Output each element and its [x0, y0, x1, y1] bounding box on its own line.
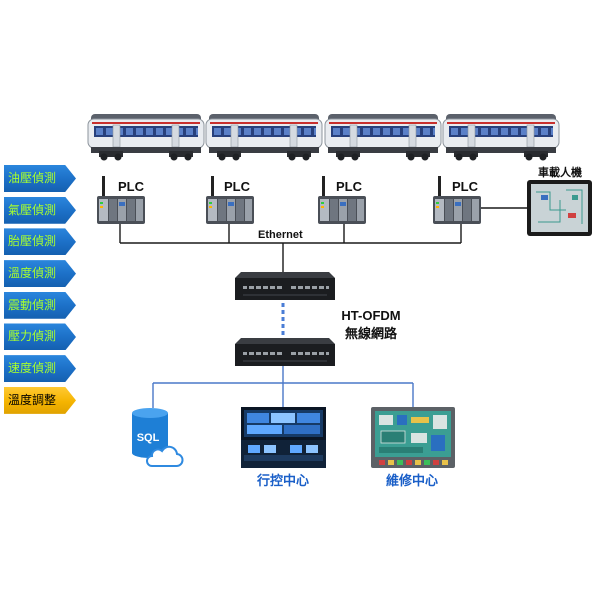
panel-button — [415, 460, 421, 465]
panel-button — [433, 460, 439, 465]
network-switch-icon — [235, 338, 335, 366]
screen-widget — [411, 433, 427, 443]
wall-screen — [247, 413, 269, 423]
console-desk — [244, 455, 323, 461]
desk-monitor — [290, 445, 302, 453]
wall-screen — [297, 413, 320, 423]
train — [87, 113, 560, 161]
adjust-arrow-temperature: 溫度調整 — [4, 386, 76, 414]
sensor-label: 震動偵測 — [8, 297, 57, 312]
sensor-arrow-vibration: 震動偵測 — [4, 291, 76, 319]
wireless-label: 無線網路 — [345, 326, 398, 341]
cylinder-top — [132, 408, 168, 418]
sensor-arrow-speed: 速度偵測 — [4, 355, 76, 383]
maintenance-center-label: 維修中心 — [386, 473, 438, 488]
control-room-image — [241, 407, 326, 468]
screen-widget — [433, 415, 447, 429]
cloud-icon — [146, 445, 184, 467]
screen-block — [572, 195, 578, 200]
antenna-icon — [438, 176, 441, 196]
plc-label: PLC — [452, 179, 479, 194]
panel-button — [379, 460, 385, 465]
panel-button — [397, 460, 403, 465]
control-center-label: 行控中心 — [256, 473, 309, 488]
screen-block — [541, 195, 548, 200]
network-switch-icon — [235, 272, 335, 300]
sensor-arrow-oil-pressure: 油壓偵測 — [4, 165, 76, 192]
panel-button — [406, 460, 412, 465]
plc-unit-icon — [206, 196, 254, 224]
sensor-list: 油壓偵測 氣壓偵測 胎壓偵測 溫度偵測 震動偵測 壓力偵測 速度偵測 溫度調整 — [4, 165, 78, 419]
plc-unit-icon — [97, 196, 145, 224]
ethernet-label: Ethernet — [258, 229, 303, 241]
sensor-label: 速度偵測 — [8, 361, 57, 376]
antenna-icon — [211, 176, 214, 196]
antenna-icon — [322, 176, 325, 196]
sensor-arrow-pressure: 壓力偵測 — [4, 323, 76, 351]
panel-button — [442, 460, 448, 465]
sensor-label: 油壓偵測 — [8, 171, 57, 185]
wall-screen — [271, 413, 295, 423]
train-car-icon — [324, 113, 442, 161]
sql-label: SQL — [137, 432, 160, 444]
screen-widget — [379, 415, 393, 425]
screen-widget — [379, 447, 423, 453]
backend-links — [152, 366, 414, 408]
sensor-label: 胎壓偵測 — [8, 234, 57, 249]
ethernet-bus — [119, 207, 527, 273]
hmi-label: 車載人機 — [538, 165, 582, 179]
screen-diagram-lines — [536, 189, 583, 224]
adjust-label: 溫度調整 — [8, 392, 57, 407]
cylinder-body — [132, 413, 168, 453]
train-car-icon — [205, 113, 323, 161]
sensor-arrow-air-pressure: 氣壓偵測 — [4, 196, 76, 224]
wireless-name: HT-OFDM — [341, 308, 400, 323]
panel-button — [388, 460, 394, 465]
plc-unit-icon — [433, 196, 481, 224]
plc-label: PLC — [118, 179, 145, 194]
plc-label: PLC — [336, 179, 363, 194]
plc-unit-icon — [318, 196, 366, 224]
room-floor — [241, 440, 326, 468]
desk-monitor — [306, 445, 318, 453]
plc-label: PLC — [224, 179, 251, 194]
sensor-arrow-temperature: 溫度偵測 — [4, 260, 76, 288]
screen-widget — [380, 430, 406, 444]
maintenance-screen-image — [371, 407, 455, 468]
screen-widget — [431, 435, 445, 451]
screen-widget — [411, 417, 429, 423]
screen-widget — [397, 415, 407, 425]
train-car-icon — [442, 113, 560, 161]
sensor-label: 氣壓偵測 — [8, 202, 57, 217]
wall-screen — [247, 425, 282, 434]
antenna-icon — [102, 176, 105, 196]
panel-button — [424, 460, 430, 465]
wall-screen — [284, 425, 320, 434]
desk-monitor — [248, 445, 260, 453]
sensor-label: 壓力偵測 — [8, 329, 57, 344]
train-car-icon — [87, 113, 205, 161]
sensor-label: 溫度偵測 — [8, 266, 57, 281]
tablet-hmi-icon — [527, 180, 592, 236]
desk-monitor — [264, 445, 276, 453]
screen-block — [568, 213, 576, 218]
sensor-arrow-tire-pressure: 胎壓偵測 — [4, 228, 76, 256]
